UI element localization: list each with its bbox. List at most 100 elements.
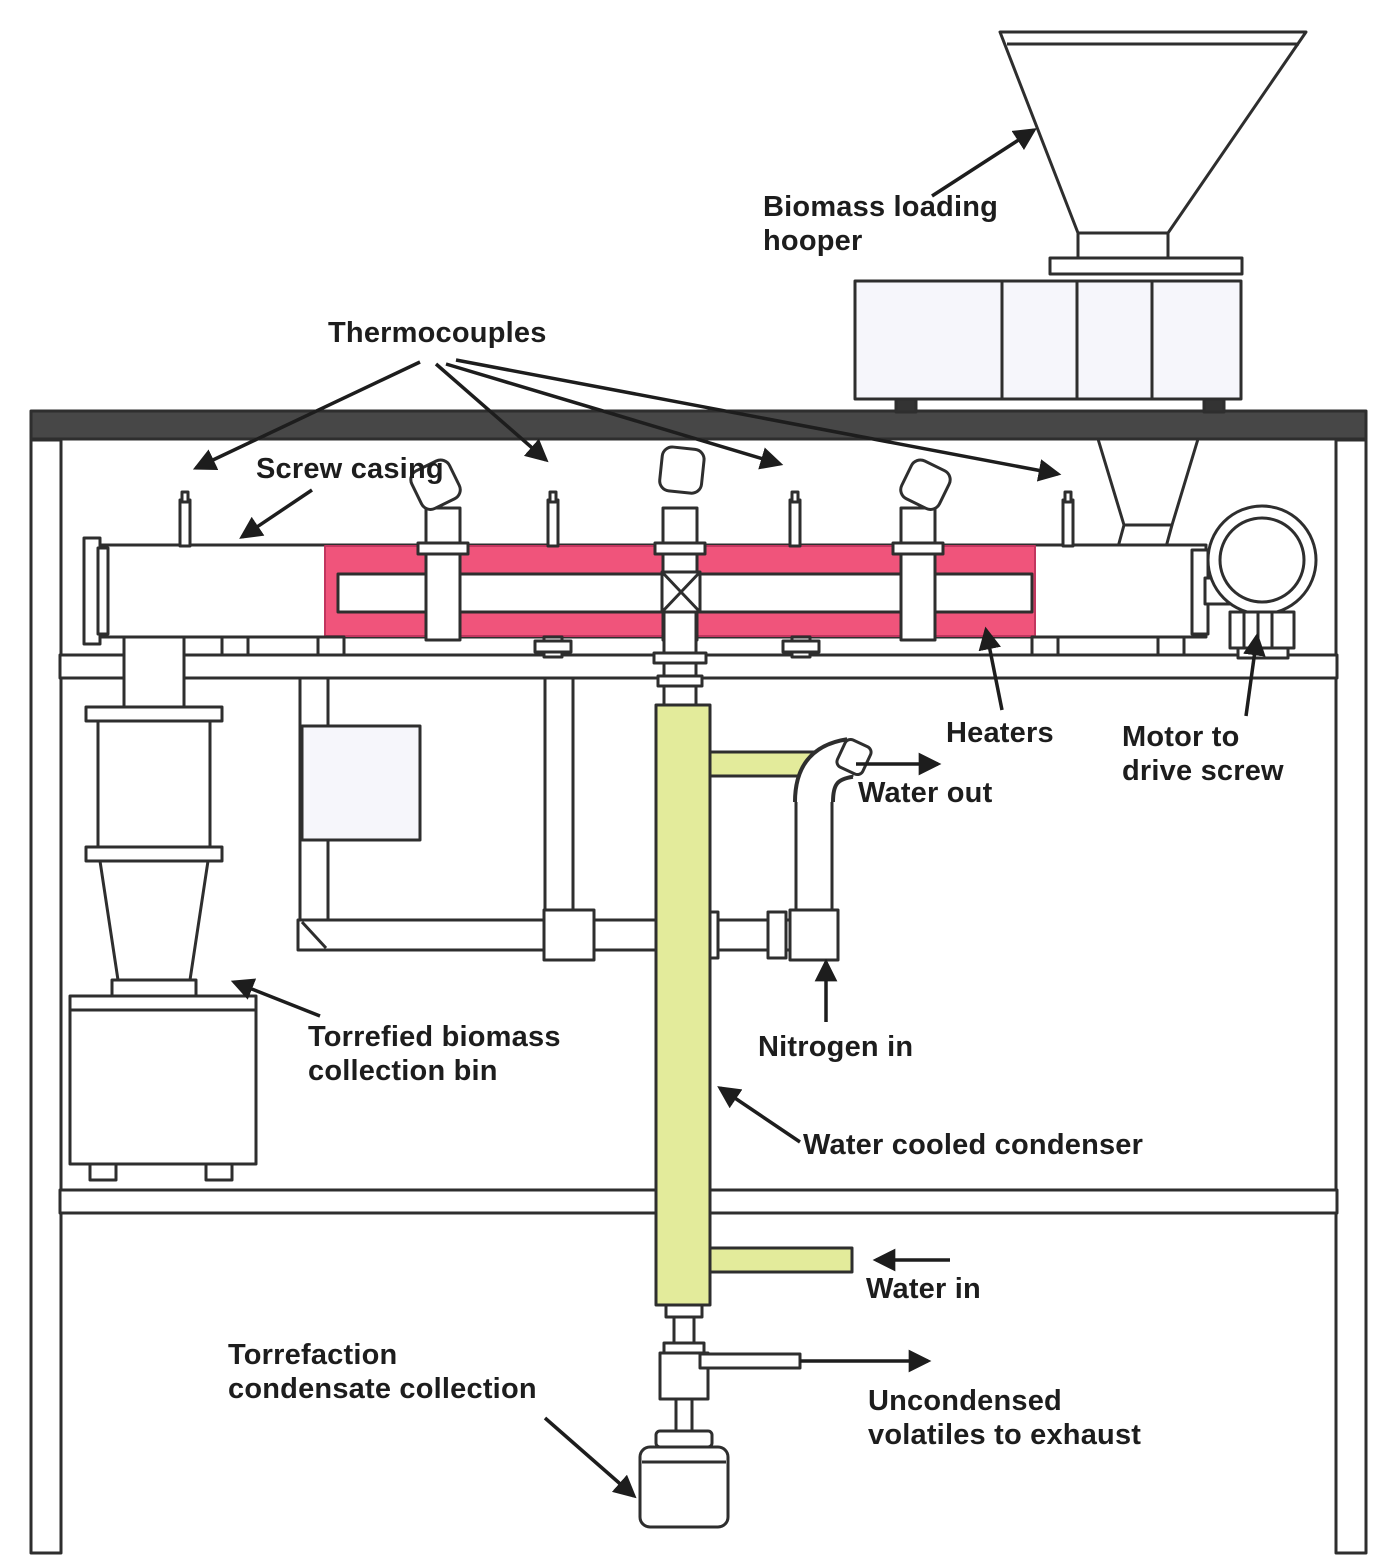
label-line: Heaters (946, 717, 1054, 749)
arrow-thermocouple-1 (192, 360, 421, 471)
casing-mount (1030, 635, 1060, 657)
screw-reactor (82, 445, 1210, 710)
biomass-loading-hopper (998, 30, 1308, 276)
condensate-train (638, 1303, 802, 1529)
port-valve-cross (660, 570, 702, 614)
thermocouple-pin (178, 498, 192, 548)
discharge-collar (110, 978, 198, 998)
label-water-in: Water in (866, 1272, 981, 1306)
label-line: collection bin (308, 1055, 498, 1087)
casing-hanger-clamp (533, 639, 573, 654)
port-stem (424, 506, 462, 642)
bin-foot (204, 1162, 234, 1182)
label-line: Thermocouples (328, 317, 547, 349)
label-line: Water out (858, 777, 993, 809)
label-thermocouples: Thermocouples (328, 316, 547, 350)
hopper-funnel (998, 30, 1308, 235)
arrow-condenser (717, 1086, 801, 1144)
label-line: Water cooled condenser (803, 1129, 1144, 1161)
motor-body-inner (1218, 516, 1306, 604)
nitrogen-junction (788, 908, 840, 962)
flask-cap (654, 1429, 714, 1449)
condenser-bottom-neck (672, 1315, 696, 1345)
condenser-tube (654, 703, 712, 1307)
thermocouple-pin-cap (180, 490, 190, 504)
feeder-foot (1202, 397, 1226, 414)
casing-port-right (891, 458, 952, 642)
label-line: Screw casing (256, 453, 444, 485)
nitrogen-riser (788, 737, 873, 962)
riser-flange (656, 674, 704, 688)
hopper-neck (1076, 231, 1170, 261)
arrow-biomass-hopper (931, 128, 1037, 198)
label-uncondensed-exhaust: Uncondensed volatiles to exhaust (868, 1384, 1141, 1452)
condensate-flask (638, 1445, 730, 1529)
label-water-out: Water out (858, 776, 992, 810)
motor-gearbox (1228, 610, 1296, 650)
casing-left-cap (96, 546, 110, 636)
pipe-coupling (766, 910, 788, 960)
bin-foot (88, 1162, 118, 1182)
arrow-thermocouple-2 (434, 362, 549, 463)
frame-left-post (29, 438, 63, 1555)
label-line: Water in (866, 1273, 981, 1305)
frame-member (543, 676, 575, 924)
label-motor-to-drive-screw: Motor to drive screw (1122, 720, 1284, 788)
port-collar (653, 541, 707, 556)
discharge-funnel (98, 859, 210, 982)
label-torrefied-biomass-bin: Torrefied biomass collection bin (308, 1020, 561, 1088)
feeder-foot (894, 397, 918, 414)
collection-bin (68, 994, 258, 1166)
nitrogen-stem (794, 798, 834, 916)
casing-port-left (409, 458, 470, 642)
arrow-torrefied-bin (230, 978, 321, 1018)
motor-base (1236, 646, 1290, 660)
frame-right-post (1334, 438, 1368, 1555)
casing-mount (316, 635, 346, 657)
label-line: condensate collection (228, 1373, 537, 1405)
thermocouple-pins (178, 490, 1075, 548)
discharge-flange (84, 705, 224, 723)
biomass-discharge (68, 635, 258, 1182)
label-biomass-loading-hooper: Biomass loading hooper (763, 190, 998, 258)
thermocouple-pin (546, 498, 560, 548)
thermocouple-pin-cap (548, 490, 558, 504)
drive-motor (1203, 504, 1318, 660)
label-nitrogen-in: Nitrogen in (758, 1030, 913, 1064)
feed-downspout (1096, 437, 1200, 527)
thermocouple-pin-cap (1063, 490, 1073, 504)
nitrogen-manifold (296, 908, 838, 962)
lower-frame-members (298, 676, 575, 924)
condenser-bottom-fitting (664, 1303, 704, 1319)
label-heaters: Heaters (946, 716, 1054, 750)
discharge-spool (96, 719, 212, 849)
water-in-stub (708, 1246, 854, 1274)
casing-mount (1156, 635, 1186, 657)
label-line: Nitrogen in (758, 1031, 914, 1063)
riser-flange (652, 651, 708, 665)
feeder-box (853, 279, 1243, 401)
discharge-flange (84, 845, 224, 863)
thermocouple-pin (788, 498, 802, 548)
label-line: volatiles to exhaust (868, 1419, 1142, 1451)
hopper-flange (1048, 256, 1244, 276)
port-elbow (899, 458, 952, 511)
casing-port-center (652, 445, 708, 710)
label-water-cooled-condenser: Water cooled condenser (803, 1128, 1143, 1162)
port-elbow (658, 445, 706, 495)
port-stem (899, 506, 937, 642)
label-condensate-collection: Torrefaction condensate collection (228, 1338, 537, 1406)
arrow-motor (1243, 632, 1266, 717)
valve-drive-box (300, 724, 422, 842)
port-elbow (409, 458, 462, 511)
casing-hanger-clamp (781, 639, 821, 654)
label-line: drive screw (1122, 755, 1284, 787)
label-screw-casing: Screw casing (256, 452, 444, 486)
arrow-thermocouple-4 (455, 358, 1062, 482)
label-line: Torrefied biomass (308, 1021, 561, 1053)
label-line: Torrefaction (228, 1339, 398, 1371)
discharge-pipe (122, 635, 186, 711)
arrow-thermocouple-3 (445, 362, 784, 470)
